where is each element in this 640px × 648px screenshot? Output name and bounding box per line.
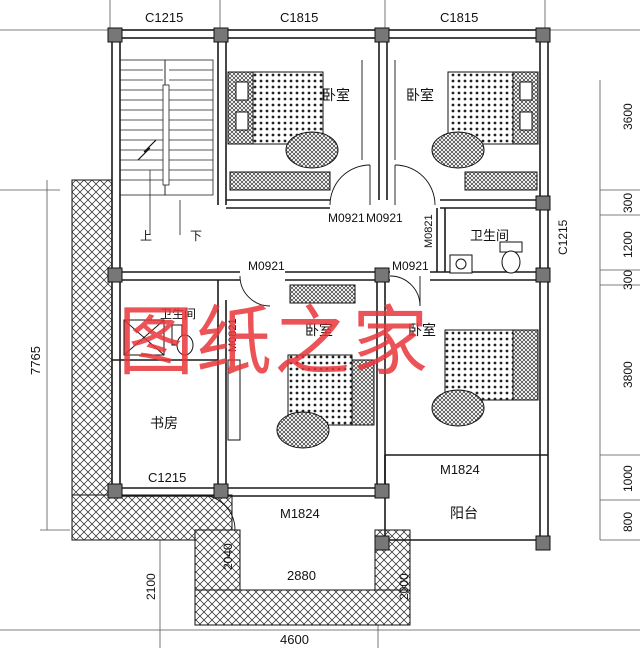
door-label-bath-top: M0821 (423, 214, 435, 248)
dim-right-3: 1200 (621, 231, 635, 258)
dim-bottom-width: 2880 (287, 568, 316, 583)
dim-right-6: 1000 (621, 465, 635, 492)
watermark: 图纸之家 (118, 297, 430, 386)
door-label-bed-right: M0921 (366, 211, 403, 225)
staircase (119, 59, 214, 235)
room-label-bedroom-ne: 卧室 (406, 87, 434, 104)
stair-up-label: 上 (140, 229, 152, 243)
bed-se (431, 329, 539, 427)
room-label-bedroom-nw: 卧室 (322, 87, 350, 104)
window-label-study: C1215 (148, 470, 186, 485)
roof-south-bottom (194, 589, 411, 626)
door-label-bed-left: M0921 (328, 211, 365, 225)
dim-right-5: 3800 (621, 361, 635, 388)
window-label-top-mid: C1815 (280, 10, 318, 25)
bath-fixtures (123, 241, 523, 441)
room-label-bedroom-sw: 卧室 (305, 322, 333, 339)
door-label-south: M1824 (280, 506, 320, 521)
window-label-right-side: C1215 (556, 219, 570, 255)
room-label-bath-east: 卫生间 (470, 229, 509, 244)
bed-nw (227, 71, 339, 191)
window-label-top-left: C1215 (145, 10, 183, 25)
dim-bottom-mid: 2040 (221, 543, 235, 570)
door-label-hall-right: M0921 (392, 259, 429, 273)
roof-hatching (71, 179, 411, 626)
columns (107, 27, 551, 551)
dim-right-7: 800 (621, 512, 635, 532)
window-label-top-right: C1815 (440, 10, 478, 25)
door-label-hall-left: M0921 (248, 259, 285, 273)
room-label-study: 书房 (150, 416, 178, 432)
dim-right-1: 3600 (621, 103, 635, 130)
walls (111, 29, 549, 541)
room-label-bedroom-se: 卧室 (408, 322, 436, 339)
roof-west (71, 179, 113, 541)
dim-bottom-right: 2000 (397, 573, 411, 600)
dim-bottom-left: 2100 (144, 573, 158, 600)
bed-ne (431, 71, 539, 191)
room-label-bath-west: 卫生间 (160, 307, 196, 321)
bed-sw (276, 284, 375, 449)
room-label-balcony: 阳台 (450, 506, 478, 522)
dim-left-total: 7765 (28, 346, 43, 375)
dim-bottom-total: 4600 (280, 632, 309, 647)
dim-right-2: 300 (621, 193, 635, 213)
dim-right-4: 300 (621, 270, 635, 290)
door-label-balcony: M1824 (440, 462, 480, 477)
door-swings (199, 60, 436, 531)
stair-down-label: 下 (190, 229, 202, 243)
door-label-bath-left: M0821 (227, 318, 239, 352)
